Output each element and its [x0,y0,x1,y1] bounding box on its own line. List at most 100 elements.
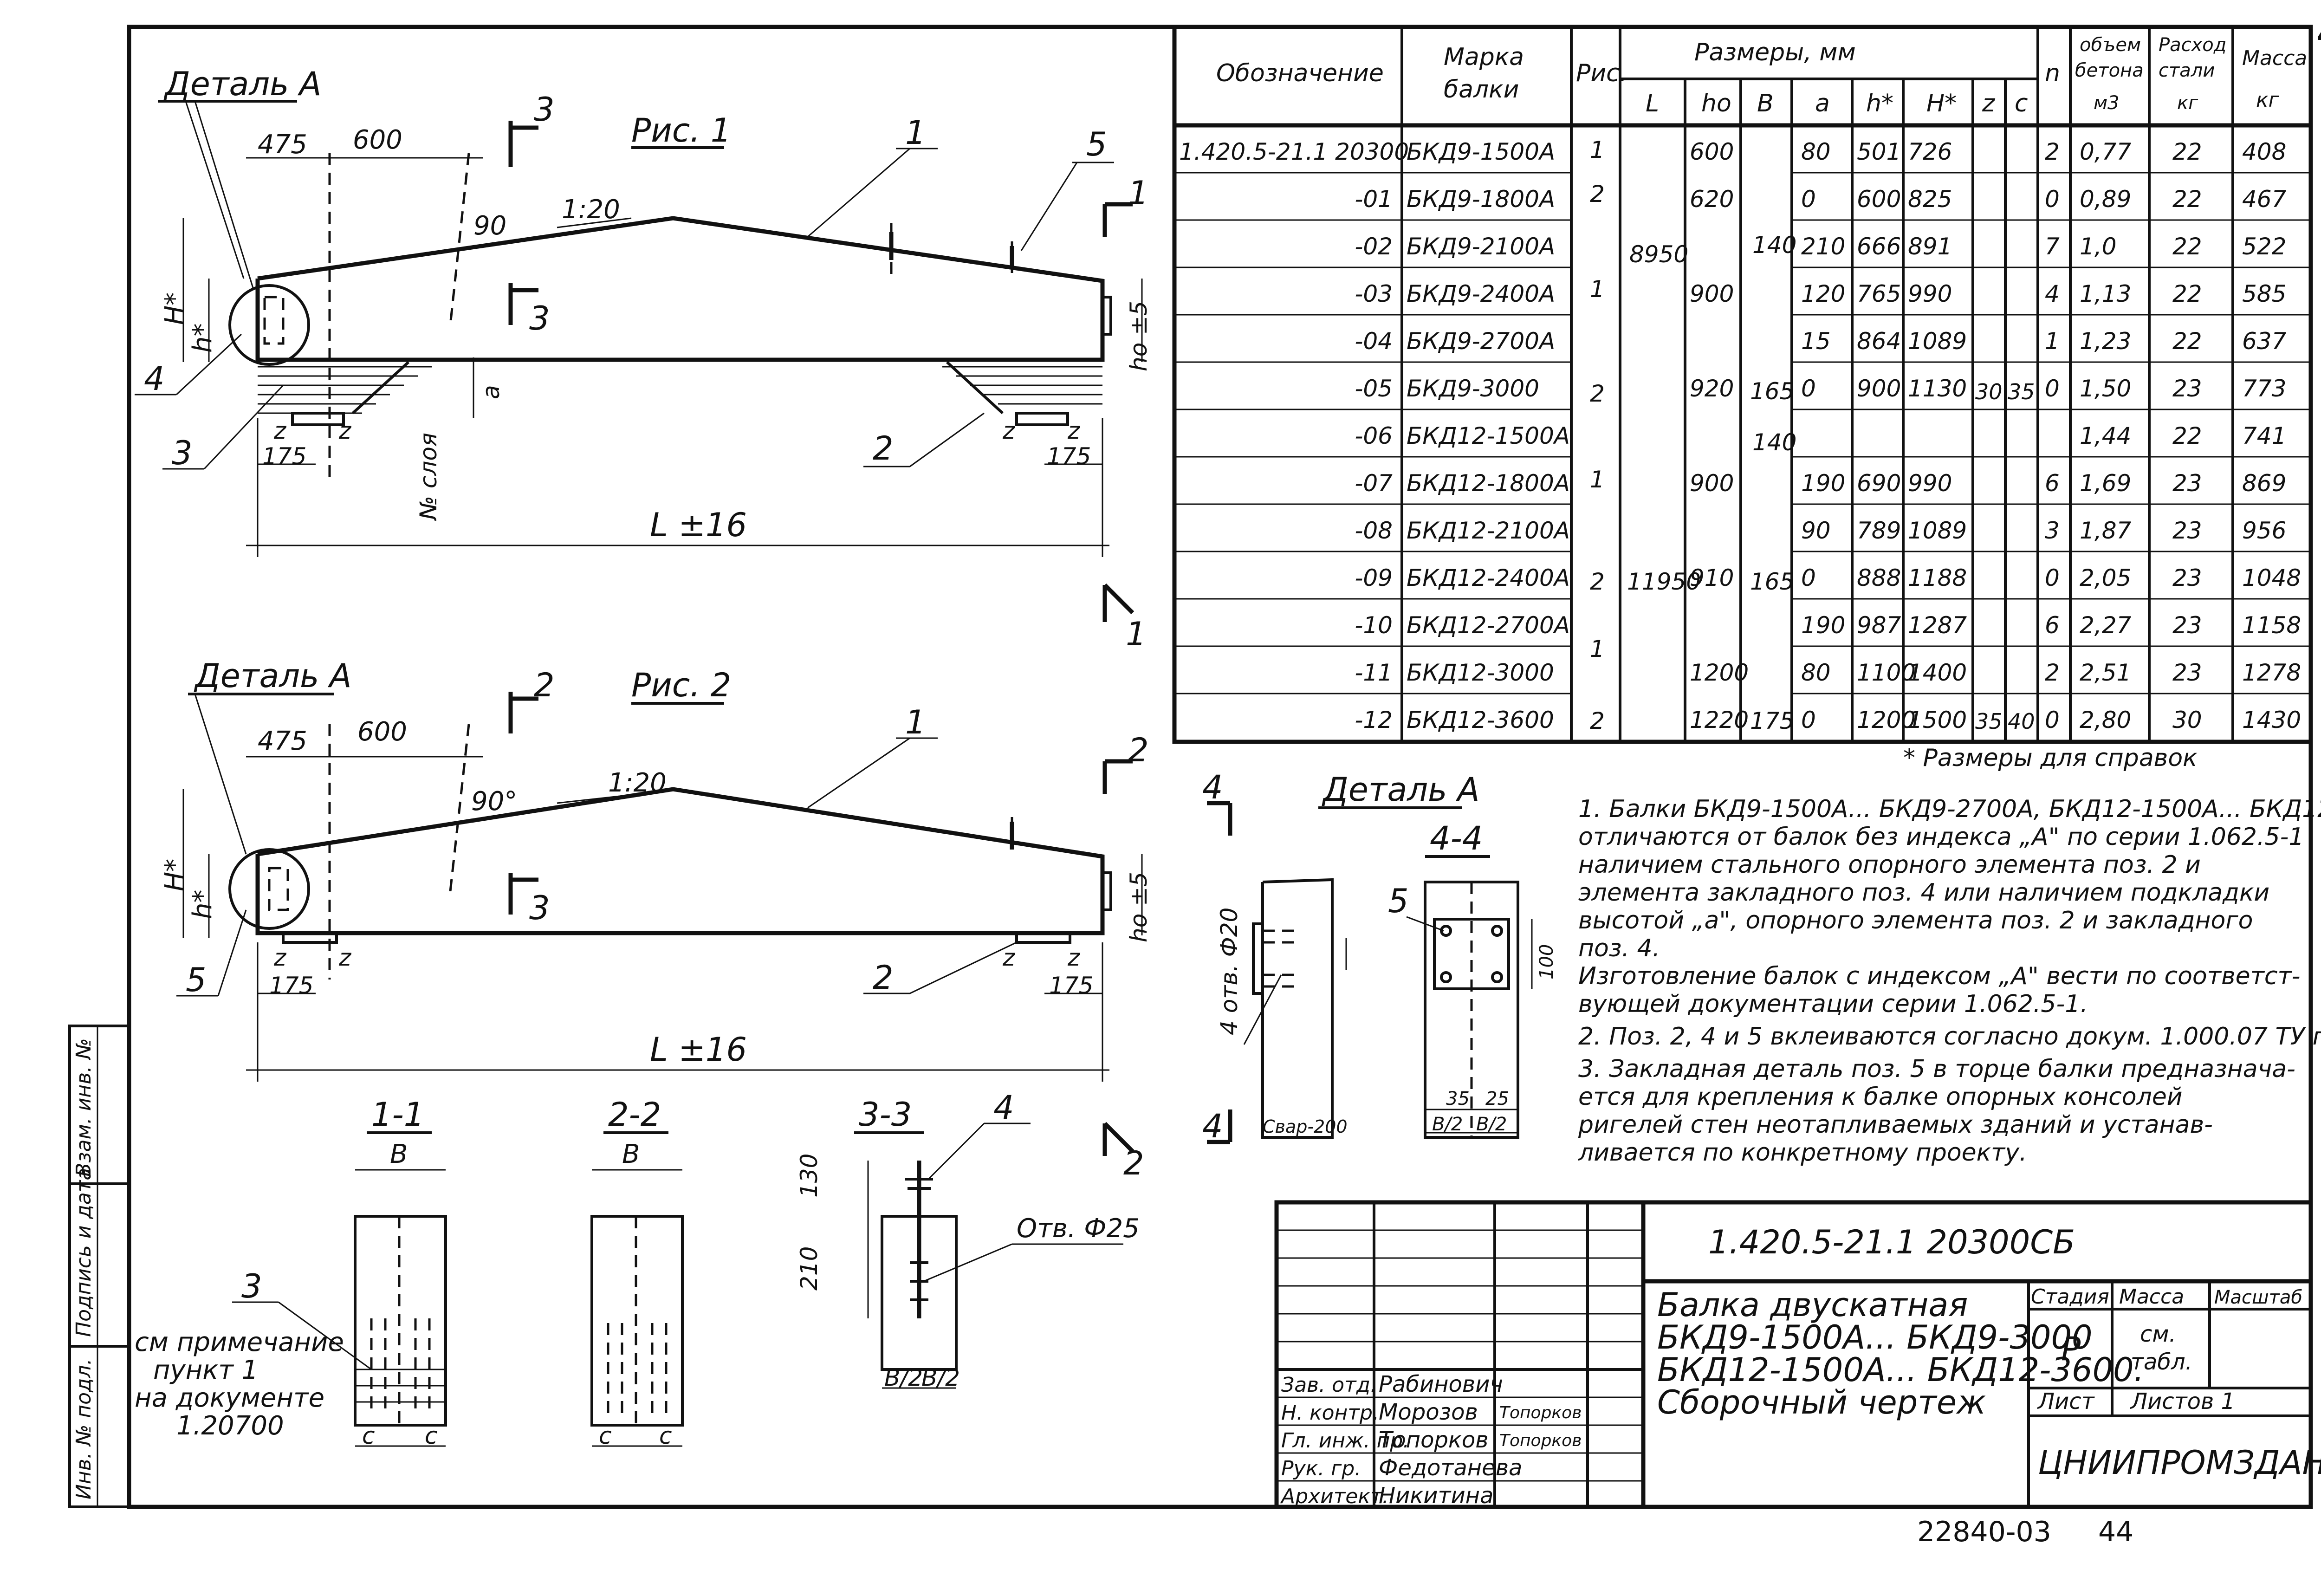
table-cell-h: 900 [1857,375,1901,402]
fig1-z3: z [1002,417,1016,444]
table-cell-H: 1089 [1908,517,1967,544]
table-cell-ho: 900 [1690,470,1734,497]
table-cell-steel: 22 [2172,138,2202,165]
fig2-cut2-bot: 2 [1123,1144,1144,1182]
fig1-angle: 90 [473,211,506,241]
fig2-cut2-right: 2 [1128,731,1149,769]
stamp-name-1: Морозов [1379,1399,1478,1425]
table-cell-vol: 2,27 [2080,612,2132,639]
s11-title: 1-1 [371,1096,424,1134]
fig1-dim600: 600 [353,125,402,155]
table-cell-mark: БКД9-2700А [1407,328,1555,355]
note-7: вующей документации серии 1.062.5-1. [1578,990,2088,1018]
table-cell-H: 1089 [1908,328,1967,355]
table-cell-n: 1 [2045,328,2060,355]
detailA-d35: 35 [1446,1088,1470,1109]
table-cell-a: 0 [1801,564,1816,591]
stamp-name-3: Федотанева [1379,1455,1522,1481]
note-11: ригелей стен неотапливаемых зданий и уст… [1578,1111,2213,1139]
td-B-1: 165 [1750,378,1794,405]
note-10: ется для крепления к балке опорных консо… [1578,1083,2183,1111]
table-cell-n: 6 [2045,470,2060,497]
table-cell-mass: 467 [2242,186,2287,213]
table-cell-H: 1130 [1908,375,1967,402]
table-cell-steel: 23 [2172,564,2202,591]
table-cell-a: 210 [1801,233,1845,260]
s33-b2-2: В/2 [921,1364,960,1391]
table-cell-a: 0 [1801,707,1816,733]
fig1-layer: № слоя [415,433,442,521]
stamp-role-0: Зав. отд. [1281,1373,1377,1397]
table-cell-vol: 1,23 [2080,328,2131,355]
table-cell-mark: БКД9-1800А [1407,186,1555,213]
th-vol-0: объем [2080,34,2141,56]
table-cell-ho: 1200 [1690,659,1749,686]
table-cell-vol: 1,0 [2080,233,2117,260]
s11-c1: с [362,1422,375,1449]
th-vol-2: м3 [2094,92,2120,114]
th-h: h* [1866,90,1893,117]
stamp-title-1: БКД9-1500А... БКД9-3000 [1657,1318,2093,1356]
fig2-h: h* [188,890,218,920]
sections-note-1: пункт 1 [153,1355,258,1385]
stamp-role-2: Гл. инж. пр. [1281,1429,1409,1453]
th-designation: Обозначение [1216,59,1384,87]
stamp-role-1: Н. контр. [1281,1401,1379,1425]
th-mark-0: Марка [1444,43,1524,71]
side-stamp-repl: Взам. инв. № [72,1038,96,1177]
table-cell-H: 891 [1908,233,1952,260]
stamp-name-4: Никитина [1379,1483,1493,1509]
table-cell-a: 120 [1801,280,1845,307]
stamp-mass-h: Масса [2119,1285,2184,1309]
td-fig-3: 2 [1590,380,1605,407]
fig1-175-right: 175 [1047,443,1091,470]
stamp-sheets: Листов 1 [2130,1388,2235,1414]
table-cell-des: -05 [1355,375,1393,402]
stamp-title-3: Сборочный чертеж [1657,1383,1986,1421]
fig1-cut3-top: 3 [534,91,555,129]
table-cell-a: 90 [1801,517,1831,544]
stamp-title-0: Балка двускатная [1657,1286,1968,1324]
table-cell-mark: БКД9-2400А [1407,280,1555,307]
table-cell-n: 0 [2045,707,2060,733]
table-cell-h: 765 [1857,280,1901,307]
fig1-detail-label: Деталь А [163,65,322,103]
fig1-L: L ±16 [650,506,747,544]
table-cell-n: 2 [2045,138,2060,165]
section-note: см примечание пункт 1 на документе 1.207… [135,1327,344,1441]
fig1-175-left: 175 [262,443,306,470]
fig1-pos1: 1 [905,114,926,152]
stamp-role-3: Рук. гр. [1281,1457,1361,1480]
table-cell-steel: 22 [2172,328,2202,355]
fig1-H: H* [160,292,190,325]
td-fig-2: 1 [1590,276,1605,303]
table-cell-mark: БКД12-2700А [1407,612,1570,639]
td-footnote: * Размеры для справок [1903,744,2198,772]
table-cell-steel: 23 [2172,375,2202,402]
note-6: Изготовление балок с индексом „А" вести … [1578,962,2301,990]
table-cell-n: 0 [2045,375,2060,402]
fig1: Рис. 1 Деталь А [135,65,1152,653]
detailA-b2-1: В/2 [1432,1114,1463,1135]
stamp-sheet: Лист [2037,1388,2095,1414]
table-cell-ho: 920 [1690,375,1734,402]
th-mass-0: Масса [2242,46,2307,70]
table-cell-vol: 1,13 [2080,280,2131,307]
detailA-b2-2: В/2 [1476,1114,1507,1135]
td-B-0: 140 [1752,232,1796,259]
table-cell-mark: БКД12-1800А [1407,470,1570,497]
table-cell-steel: 23 [2172,470,2202,497]
note-8: 2. Поз. 2, 4 и 5 вклеиваются согласно до… [1578,1023,2321,1051]
td-fig-6: 1 [1590,636,1605,662]
fig1-ho: ho ±5 [1125,301,1152,371]
s33-pos4: 4 [993,1089,1014,1127]
stamp-name-2: Топорков [1379,1427,1489,1453]
detailA-section: 4-4 [1430,819,1483,857]
td-fig-4: 1 [1590,466,1605,493]
table-cell-h: 789 [1857,517,1901,544]
note-3: элемента закладного поз. 4 или наличием … [1578,879,2269,907]
table-cell-h: 600 [1857,186,1901,213]
th-z: z [1982,90,1996,117]
table-cell-vol: 2,05 [2080,564,2131,591]
